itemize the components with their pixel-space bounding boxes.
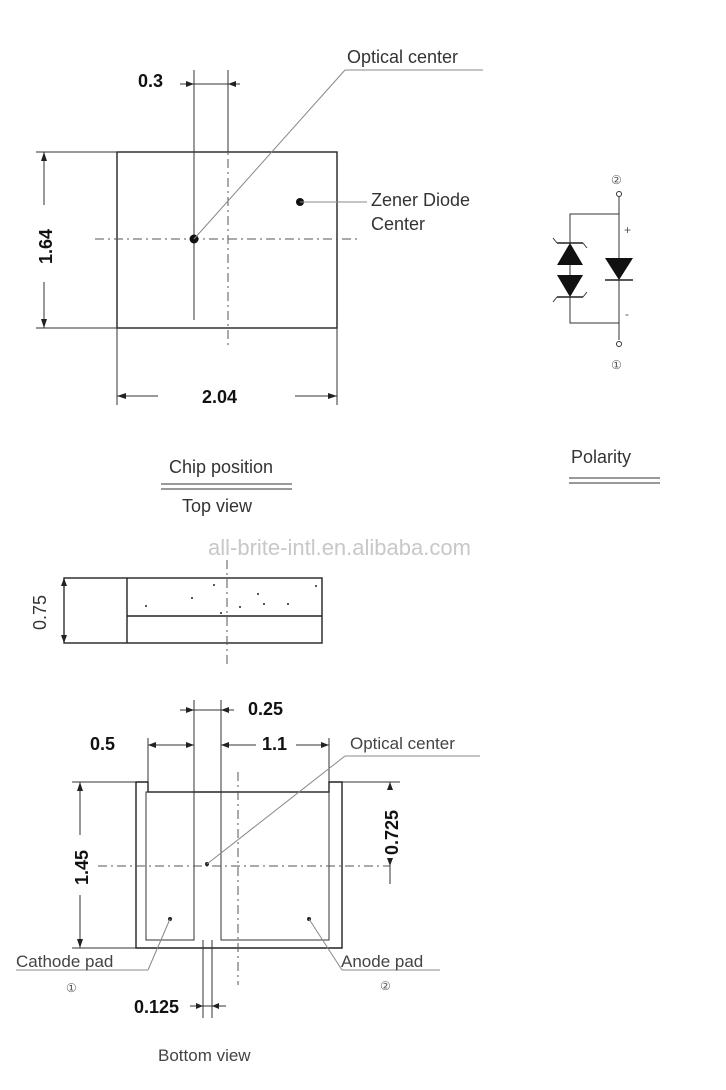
anode-leader: [308, 918, 343, 971]
top-view-caption: Top view: [182, 496, 253, 516]
gap-arrow-left: [186, 707, 194, 713]
side-view-outline: [63, 577, 323, 644]
zener-diode-upper: [557, 243, 583, 265]
cathode-num: ①: [66, 981, 77, 995]
cathode-leader: [147, 918, 171, 971]
height-arrow-bottom: [41, 319, 47, 328]
width-arrow-left: [117, 393, 126, 399]
polarity-label: Polarity: [571, 447, 631, 467]
plus-sign: +: [624, 223, 631, 237]
left-arrow-b: [186, 742, 194, 748]
half-arrow-top: [387, 782, 393, 790]
pin-bottom: ①: [611, 358, 622, 372]
side-arrow-bottom: [61, 635, 67, 643]
anode-num: ②: [380, 979, 391, 993]
optical-center-label: Optical center: [347, 47, 458, 67]
zener-lower-ticks: [552, 291, 588, 303]
offset-arrow-right: [228, 81, 236, 87]
side-arrow-top: [61, 578, 67, 586]
bottom-optical-leader: [206, 755, 346, 865]
led-diode-symbol: [605, 258, 633, 280]
pin-top-node: [616, 191, 622, 197]
width-arrow-right: [328, 393, 337, 399]
zener-branch-wire: [569, 213, 619, 324]
zener-diode-lower: [557, 275, 583, 297]
bottom-view: 0.25 0.5 1.1 Optical center 1.45 0.725: [16, 699, 480, 1065]
dim-width: 2.04: [202, 387, 237, 407]
dim-height: 1.64: [36, 229, 56, 264]
minus-sign: -: [625, 307, 629, 321]
dim-offset: 0.3: [138, 71, 163, 91]
side-dim-height: 0.75: [30, 595, 50, 630]
anode-label: Anode pad: [341, 952, 423, 971]
bottom-view-caption: Bottom view: [158, 1046, 251, 1065]
chip-position-label: Chip position: [169, 457, 273, 477]
watermark: all-brite-intl.en.alibaba.com: [208, 535, 471, 560]
zener-label-line1: Zener Diode: [371, 190, 470, 210]
bottom-height-arrow-bottom: [77, 939, 83, 948]
bottom-optical-center-label: Optical center: [350, 734, 455, 753]
top-view-outline: [116, 151, 338, 329]
half-arrow-bottom: [387, 858, 393, 866]
right-arrow-b: [321, 742, 329, 748]
bottom-height-arrow-top: [77, 782, 83, 791]
gap-arrow-right: [221, 707, 229, 713]
zener-upper-ticks: [552, 237, 588, 249]
polarity-symbol: ② ① + - Polarity: [552, 173, 660, 484]
slot-arrow-left: [196, 1003, 203, 1009]
dim-left: 0.5: [90, 734, 115, 754]
dim-slot: 0.125: [134, 997, 179, 1017]
dim-bottom-height: 1.45: [72, 850, 92, 885]
pin-bottom-node: [616, 341, 622, 347]
cathode-label: Cathode pad: [16, 952, 113, 971]
left-arrow-a: [148, 742, 156, 748]
height-arrow-top: [41, 152, 47, 161]
zener-label-line2: Center: [371, 214, 425, 234]
slot-arrow-right: [212, 1003, 219, 1009]
dim-right: 1.1: [262, 734, 287, 754]
side-view: 0.75: [30, 560, 323, 668]
top-view: 0.3 1.64 2.04 Optical center Zener Diode…: [36, 47, 483, 516]
pin-top: ②: [611, 173, 622, 187]
right-arrow-a: [221, 742, 229, 748]
offset-arrow-left: [186, 81, 194, 87]
dim-half: 0.725: [382, 810, 402, 855]
optical-center-leader: [193, 69, 346, 240]
encapsulant-specks: [145, 584, 317, 614]
dim-gap: 0.25: [248, 699, 283, 719]
